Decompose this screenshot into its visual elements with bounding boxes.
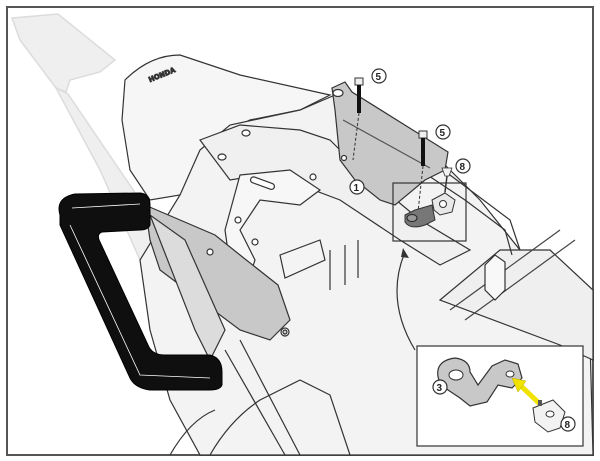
callout-8a: 8: [455, 158, 471, 174]
callout-3: 3: [432, 379, 448, 395]
side-bracket: [144, 204, 291, 362]
callout-5b: 5: [435, 124, 451, 140]
grab-handle: [58, 192, 223, 391]
detail-highlight-box: [392, 182, 467, 242]
bolt-right: [417, 130, 428, 213]
svg-text:3: 3: [437, 383, 443, 394]
pointer-arrow: [396, 248, 416, 351]
svg-text:1: 1: [354, 183, 360, 194]
svg-text:5: 5: [440, 128, 446, 139]
callout-5a: 5: [371, 68, 387, 84]
callout-1: 1: [349, 179, 365, 195]
detail-inset: [416, 345, 584, 447]
bolt-left: [352, 77, 364, 161]
svg-text:8: 8: [565, 420, 571, 431]
callout-8b: 8: [560, 416, 576, 432]
svg-text:5: 5: [376, 72, 382, 83]
svg-text:8: 8: [460, 162, 466, 173]
